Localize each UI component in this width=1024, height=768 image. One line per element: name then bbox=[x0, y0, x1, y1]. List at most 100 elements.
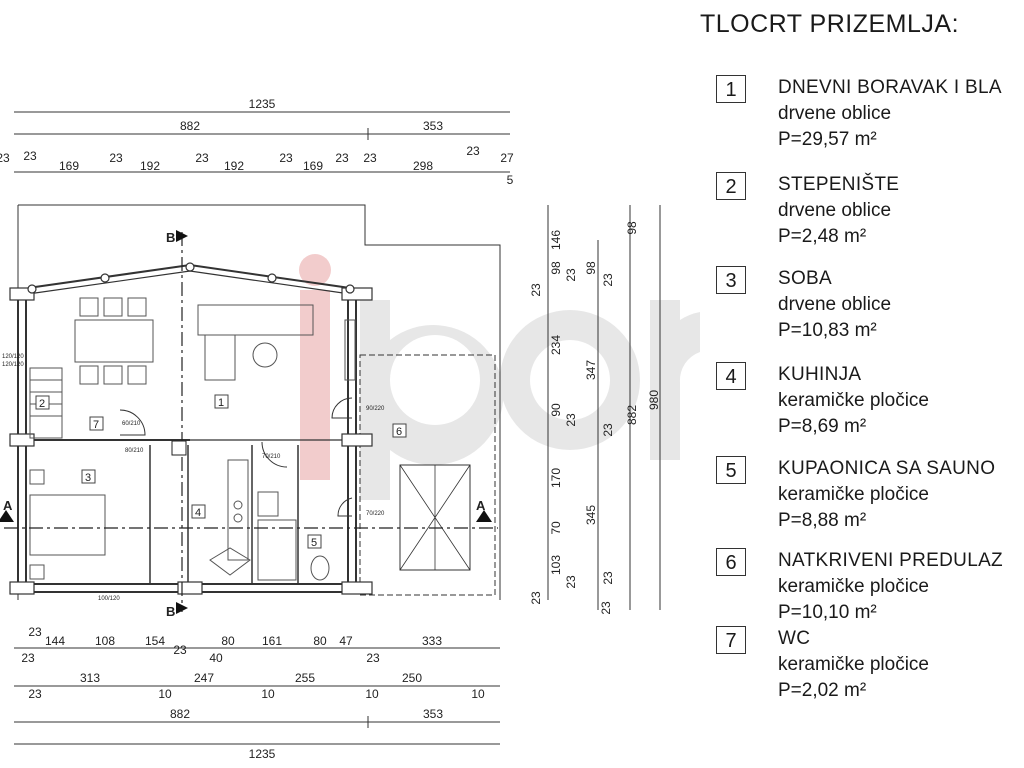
dim-right: 23 bbox=[601, 273, 615, 287]
dim-right: 170 bbox=[549, 468, 563, 488]
dim-top-detail: 23 bbox=[0, 151, 10, 165]
dim-bottom: 23 bbox=[28, 625, 42, 639]
dim-bottom: 161 bbox=[262, 634, 282, 648]
door-tag: 60/210 bbox=[122, 421, 141, 427]
room-floor: drvene oblice bbox=[778, 103, 892, 124]
room-number: 1 bbox=[218, 397, 224, 409]
legend-room: 5 KUPAONICA SA SAUNO keramičke pločice P… bbox=[716, 456, 1024, 534]
dim-bottom: 80 bbox=[221, 634, 235, 648]
dim-bottom: 40 bbox=[209, 651, 223, 665]
dim-top-total: 1235 bbox=[249, 97, 276, 111]
room-number-box: 7 bbox=[716, 626, 746, 654]
room-area: P=29,57 m² bbox=[778, 129, 877, 150]
door-tag: 100/120 bbox=[98, 596, 120, 602]
dim-top-detail: 5 bbox=[507, 173, 514, 187]
room-name: KUPAONICA SA SAUNO bbox=[778, 458, 996, 479]
dim-right: 98 bbox=[584, 261, 598, 275]
door-tag: 120/120 bbox=[2, 354, 24, 360]
log-corners bbox=[9, 262, 373, 595]
legend-room: 1 DNEVNI BORAVAK I BLA drvene oblice P=2… bbox=[716, 75, 1024, 153]
dim-bottom: 250 bbox=[402, 671, 422, 685]
dim-right: 234 bbox=[549, 335, 563, 355]
dim-top-detail: 23 bbox=[23, 149, 37, 163]
dim-top-detail: 23 bbox=[109, 151, 123, 165]
dim-right: 347 bbox=[584, 360, 598, 380]
dim-right: 23 bbox=[564, 413, 578, 427]
section-b-label: B bbox=[166, 604, 175, 619]
door-tag: 80/210 bbox=[125, 448, 144, 454]
legend-room: 2 STEPENIŠTE drvene oblice P=2,48 m² bbox=[716, 172, 1024, 250]
room-number: 4 bbox=[195, 507, 201, 519]
room-area: P=8,69 m² bbox=[778, 416, 867, 437]
room-number-box: 5 bbox=[716, 456, 746, 484]
dim-right: 70 bbox=[549, 521, 563, 535]
dim-top-detail: 169 bbox=[303, 159, 323, 173]
dim-right: 90 bbox=[549, 403, 563, 417]
room-area: P=8,88 m² bbox=[778, 510, 867, 531]
room-number: 2 bbox=[39, 398, 45, 410]
section-a-label: A bbox=[3, 498, 13, 513]
furniture bbox=[29, 297, 356, 581]
dim-bottom: 247 bbox=[194, 671, 214, 685]
legend-room: 6 NATKRIVENI PREDULAZ keramičke pločice … bbox=[716, 548, 1024, 626]
door-swings bbox=[119, 397, 353, 517]
room-floor: drvene oblice bbox=[778, 200, 892, 221]
dim-right: 980 bbox=[647, 390, 661, 410]
room-number: 7 bbox=[93, 419, 99, 431]
room-name: KUHINJA bbox=[778, 364, 862, 385]
dim-bottom: 23 bbox=[28, 687, 42, 701]
dim-top-detail: 23 bbox=[195, 151, 209, 165]
room-area: P=10,10 m² bbox=[778, 602, 877, 623]
dim-top-detail: 192 bbox=[224, 159, 244, 173]
dim-right: 23 bbox=[601, 423, 615, 437]
dim-right: 98 bbox=[549, 261, 563, 275]
room-name: DNEVNI BORAVAK I BLA bbox=[778, 77, 1002, 98]
dim-right: 103 bbox=[549, 555, 563, 575]
dim-top-detail: 298 bbox=[413, 159, 433, 173]
section-markers bbox=[0, 230, 492, 614]
room-number: 5 bbox=[311, 537, 317, 549]
section-b-label: B bbox=[166, 230, 175, 245]
dim-top-detail: 23 bbox=[279, 151, 293, 165]
dim-right: 23 bbox=[564, 575, 578, 589]
dim-top-part: 882 bbox=[180, 119, 200, 133]
dim-top-detail: 23 bbox=[335, 151, 349, 165]
dim-bottom: 23 bbox=[21, 651, 35, 665]
room-number-box: 1 bbox=[716, 75, 746, 103]
dim-bottom: 23 bbox=[173, 643, 187, 657]
dim-bottom: 10 bbox=[365, 687, 379, 701]
room-name: SOBA bbox=[778, 268, 832, 289]
section-lines bbox=[4, 232, 498, 612]
dim-bottom: 882 bbox=[170, 707, 190, 721]
room-area: P=2,02 m² bbox=[778, 680, 867, 701]
dim-top-detail: 23 bbox=[466, 144, 480, 158]
building-outline bbox=[17, 204, 501, 600]
dim-right: 98 bbox=[625, 221, 639, 235]
room-floor: drvene oblice bbox=[778, 294, 892, 315]
legend-title: TLOCRT PRIZEMLJA: bbox=[700, 10, 960, 38]
room-name: WC bbox=[778, 628, 811, 649]
dim-bottom: 10 bbox=[158, 687, 172, 701]
dim-right: 23 bbox=[599, 601, 613, 615]
room-floor: keramičke pločice bbox=[778, 576, 929, 597]
room-number-box: 6 bbox=[716, 548, 746, 576]
top-dimension-lines bbox=[14, 111, 510, 173]
dim-bottom: 313 bbox=[80, 671, 100, 685]
room-number-box: 4 bbox=[716, 362, 746, 390]
dim-top-detail: 192 bbox=[140, 159, 160, 173]
dim-bottom: 1235 bbox=[249, 747, 276, 761]
room-floor: keramičke pločice bbox=[778, 484, 929, 505]
dim-right: 882 bbox=[625, 405, 639, 425]
legend-room: 3 SOBA drvene oblice P=10,83 m² bbox=[716, 266, 1024, 344]
dim-bottom: 10 bbox=[471, 687, 485, 701]
door-tag: 120/120 bbox=[2, 362, 24, 368]
dim-bottom: 353 bbox=[423, 707, 443, 721]
room-name: STEPENIŠTE bbox=[778, 174, 900, 195]
room-area: P=2,48 m² bbox=[778, 226, 867, 247]
dim-top-part: 353 bbox=[423, 119, 443, 133]
dim-bottom: 80 bbox=[313, 634, 327, 648]
dim-top-detail: 169 bbox=[59, 159, 79, 173]
section-a-label: A bbox=[476, 498, 486, 513]
room-number: 6 bbox=[396, 426, 402, 438]
bottom-dimension-lines bbox=[14, 647, 500, 745]
